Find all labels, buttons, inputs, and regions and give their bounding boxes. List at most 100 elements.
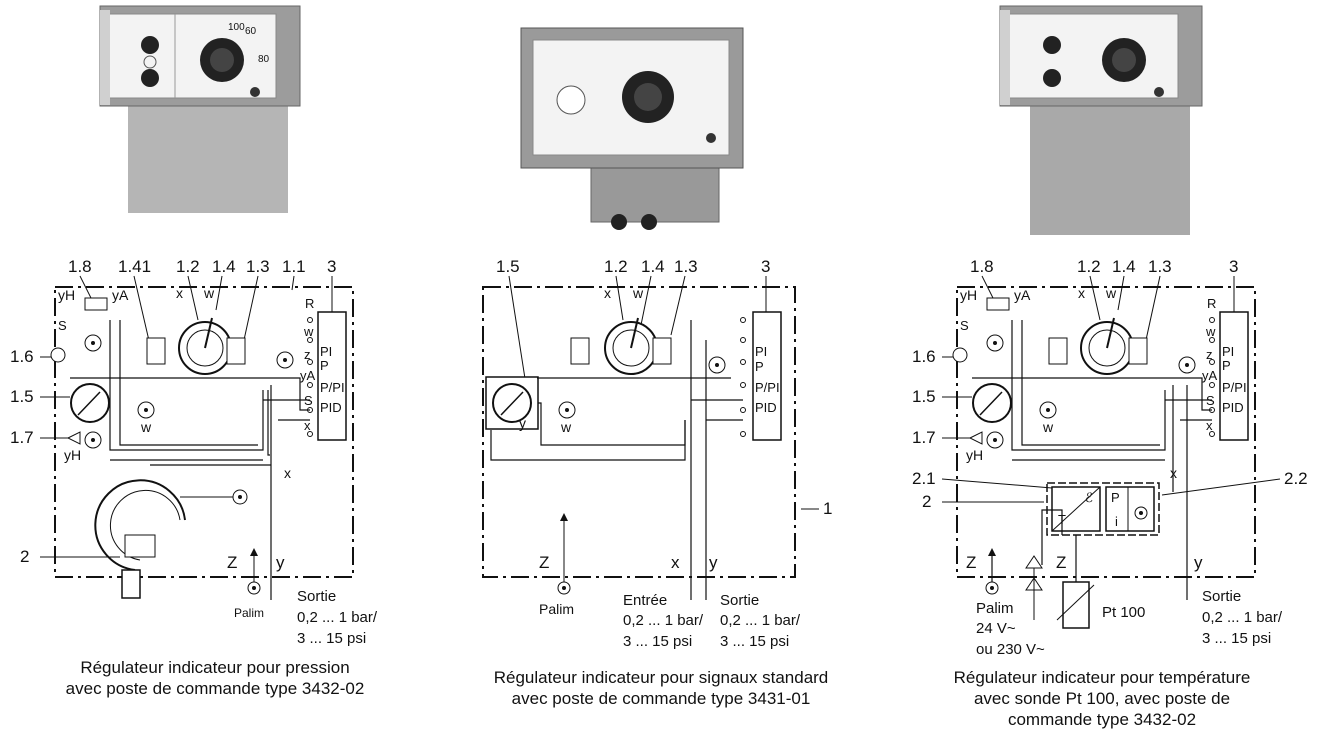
svg-text:w: w	[1105, 285, 1117, 301]
svg-text:0,2 ... 1 bar/: 0,2 ... 1 bar/	[720, 612, 801, 629]
label-1-3: 1.3	[1148, 257, 1172, 276]
panel-standard-signal-controller: 1.5 1.2 1.4 1.3 3 1 PI P P/PI PID x w w …	[441, 0, 881, 747]
svg-text:y: y	[1194, 553, 1203, 572]
svg-text:Z: Z	[227, 553, 237, 572]
housing-outline	[54, 286, 354, 578]
svg-text:P: P	[320, 358, 329, 373]
svg-text:yA: yA	[112, 287, 129, 303]
svg-text:Entrée: Entrée	[623, 592, 667, 609]
control-unit-block	[1219, 311, 1249, 441]
label-1-4: 1.4	[212, 257, 236, 276]
svg-text:x: x	[1206, 418, 1213, 433]
svg-text:Z: Z	[966, 553, 976, 572]
svg-text:x: x	[176, 285, 183, 301]
svg-text:3 ... 15 psi: 3 ... 15 psi	[1202, 630, 1271, 647]
svg-text:yH: yH	[966, 447, 983, 463]
svg-text:yA: yA	[1014, 287, 1031, 303]
label-1-8: 1.8	[970, 257, 994, 276]
label-2-1: 2.1	[912, 469, 936, 488]
svg-text:w: w	[140, 419, 152, 435]
label-1-2: 1.2	[604, 257, 628, 276]
svg-text:P: P	[1222, 358, 1231, 373]
device-photo-3	[999, 5, 1203, 235]
svg-text:PID: PID	[320, 400, 342, 415]
svg-text:w: w	[560, 419, 572, 435]
housing-outline	[956, 286, 1256, 578]
label-1-2: 1.2	[1077, 257, 1101, 276]
svg-text:24 V~: 24 V~	[976, 620, 1016, 637]
svg-text:yH: yH	[58, 287, 75, 303]
label-1-7: 1.7	[912, 428, 936, 447]
svg-text:R: R	[1207, 296, 1216, 311]
svg-text:w: w	[1205, 324, 1216, 339]
svg-text:Sortie: Sortie	[720, 592, 759, 609]
label-1-3: 1.3	[246, 257, 270, 276]
palim-label: Palim	[234, 606, 264, 620]
svg-text:P/PI: P/PI	[1222, 380, 1247, 395]
svg-text:60: 60	[245, 26, 257, 37]
caption-3: Régulateur indicateur pour température a…	[953, 668, 1251, 729]
converter-box	[1046, 482, 1160, 536]
label-1: 1	[823, 499, 832, 518]
pt100-sensor	[1062, 581, 1090, 629]
control-unit-block	[752, 311, 782, 441]
label-1-41: 1.41	[118, 257, 151, 276]
svg-text:yH: yH	[64, 447, 81, 463]
label-2: 2	[922, 492, 931, 511]
palim-label: Palim	[539, 601, 574, 617]
svg-text:P: P	[1111, 490, 1120, 505]
label-1-4: 1.4	[1112, 257, 1136, 276]
svg-text:PI: PI	[755, 344, 767, 359]
device-photo-1: 100 80 60	[99, 5, 301, 213]
svg-text:S: S	[960, 318, 969, 333]
label-1-3: 1.3	[674, 257, 698, 276]
label-1-4: 1.4	[641, 257, 665, 276]
svg-text:x: x	[671, 553, 680, 572]
label-1-5: 1.5	[912, 387, 936, 406]
svg-text:w: w	[1042, 419, 1054, 435]
label-1-6: 1.6	[10, 347, 34, 366]
svg-text:P/PI: P/PI	[755, 380, 780, 395]
label-1-1: 1.1	[282, 257, 306, 276]
svg-text:y: y	[709, 553, 718, 572]
svg-text:y: y	[276, 553, 285, 572]
svg-text:S: S	[58, 318, 67, 333]
svg-text:x: x	[1078, 285, 1085, 301]
label-1-6: 1.6	[912, 347, 936, 366]
label-3: 3	[327, 257, 336, 276]
svg-text:z: z	[304, 347, 311, 362]
svg-text:P: P	[755, 359, 764, 374]
control-unit-block	[317, 311, 347, 441]
svg-text:ℰ: ℰ	[1085, 490, 1093, 505]
svg-text:R: R	[305, 296, 314, 311]
svg-text:Pt 100: Pt 100	[1102, 604, 1145, 621]
svg-text:P/PI: P/PI	[320, 380, 345, 395]
svg-text:PI: PI	[320, 344, 332, 359]
panel-1-figure: 100 80 60 1.8 1.41 1.2 1.4 1.3 1.1 3 1.6…	[10, 5, 378, 647]
panel-temperature-controller: 1.8 1.2 1.4 1.3 3 1.6 1.5 1.7 2.1 2 2.2 …	[882, 0, 1322, 747]
svg-text:i: i	[1115, 514, 1118, 529]
caption-2: Régulateur indicateur pour signaux stand…	[493, 668, 829, 708]
svg-text:y: y	[519, 415, 526, 431]
panel-2-figure: 1.5 1.2 1.4 1.3 3 1 PI P P/PI PID x w w …	[482, 27, 832, 650]
svg-text:0,2 ... 1 bar/: 0,2 ... 1 bar/	[297, 609, 378, 626]
svg-text:100: 100	[228, 22, 245, 33]
svg-text:3 ... 15 psi: 3 ... 15 psi	[720, 633, 789, 650]
svg-text:3 ... 15 psi: 3 ... 15 psi	[297, 630, 366, 647]
svg-text:PID: PID	[755, 400, 777, 415]
palim-label: Palim	[976, 600, 1014, 617]
panel-pressure-controller: 100 80 60 1.8 1.41 1.2 1.4 1.3 1.1 3 1.6…	[0, 0, 440, 747]
panel-3-figure: 1.8 1.2 1.4 1.3 3 1.6 1.5 1.7 2.1 2 2.2 …	[912, 5, 1308, 658]
svg-text:PI: PI	[1222, 344, 1234, 359]
svg-text:z: z	[1206, 347, 1213, 362]
svg-text:PID: PID	[1222, 400, 1244, 415]
svg-text:0,2 ... 1 bar/: 0,2 ... 1 bar/	[623, 612, 704, 629]
svg-text:80: 80	[258, 54, 270, 65]
svg-text:yA: yA	[1202, 368, 1218, 383]
svg-text:x: x	[284, 465, 291, 481]
label-2: 2	[20, 547, 29, 566]
svg-text:w: w	[303, 324, 314, 339]
label-3: 3	[761, 257, 770, 276]
device-photo-2	[520, 27, 744, 230]
svg-text:yA: yA	[300, 368, 316, 383]
